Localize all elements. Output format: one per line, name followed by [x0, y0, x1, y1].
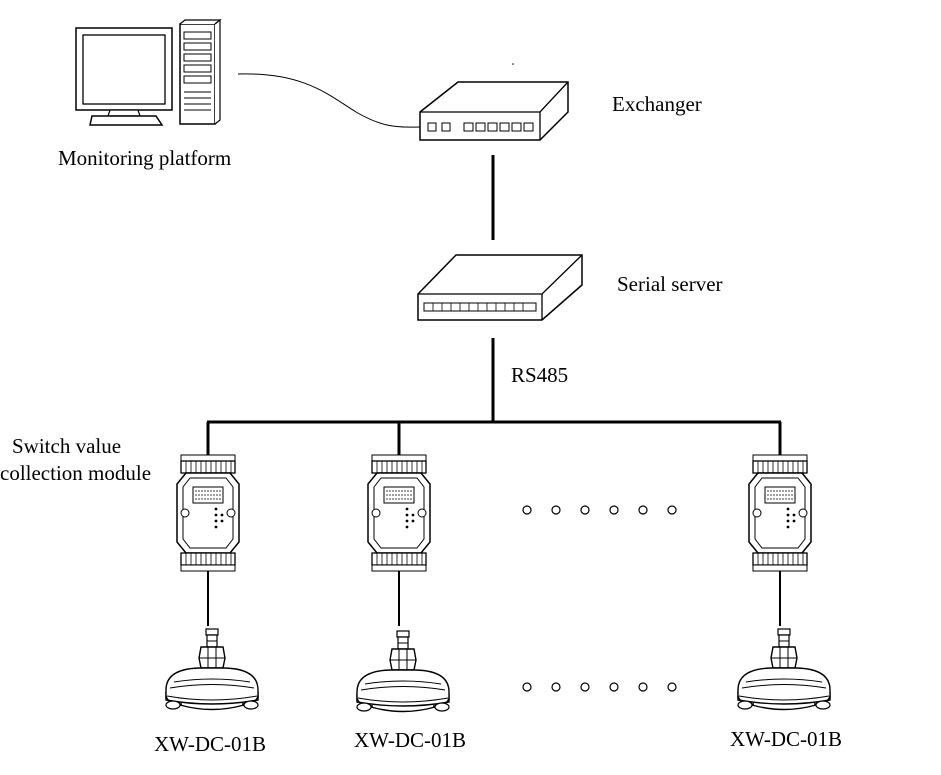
io-module-icon-2 — [367, 454, 431, 572]
more-sensors-ellipsis — [522, 682, 677, 692]
exchanger-label: Exchanger — [612, 92, 702, 116]
sensor-label-1: XW-DC-01B — [154, 732, 266, 756]
sensor-label-2: XW-DC-01B — [354, 728, 466, 752]
module-label-line1: Switch value — [12, 434, 122, 458]
computer-to-exchanger-cable — [237, 73, 421, 128]
door-contact-sensor-icon-2 — [356, 630, 450, 713]
module-label-line2: collection module — [0, 461, 152, 485]
monitoring-platform-label: Monitoring platform — [58, 146, 232, 170]
door-contact-sensor-icon-3 — [737, 628, 831, 711]
rs485-label: RS485 — [511, 363, 569, 387]
serial-server-label: Serial server — [617, 272, 723, 296]
connection-lines — [206, 73, 782, 626]
door-contact-sensor-icon-1 — [165, 628, 259, 711]
sensor-label-3: XW-DC-01B — [730, 727, 842, 751]
io-module-icon-3 — [748, 454, 812, 572]
network-switch-icon — [419, 63, 569, 141]
serial-server-icon — [417, 254, 583, 321]
io-module-icon-1 — [176, 454, 240, 572]
desktop-computer-icon — [75, 18, 222, 126]
more-modules-ellipsis — [522, 505, 677, 515]
